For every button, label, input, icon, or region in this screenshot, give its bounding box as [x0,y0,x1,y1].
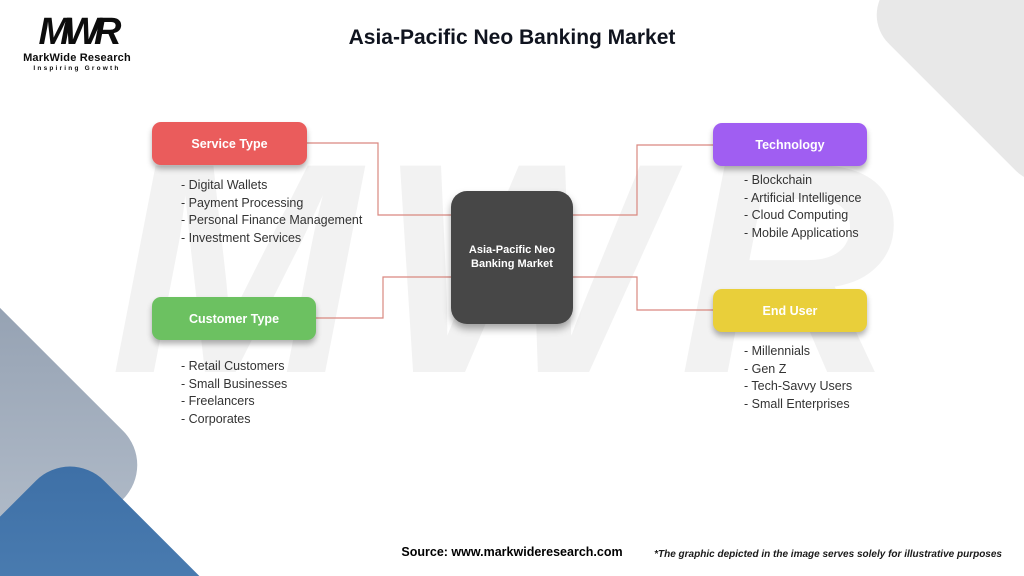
node-customer-type-label: Customer Type [188,311,280,326]
logo-monogram: MWR [38,11,122,53]
list-item: - Millennials [744,344,810,358]
list-item: - Tech-Savvy Users [744,379,853,393]
node-end-user-label: End User [762,303,818,318]
node-technology-list: - Blockchain - Artificial Intelligence -… [744,172,861,242]
center-node: Asia-Pacific Neo Banking Market [451,191,573,324]
list-item: - Small Enterprises [744,396,850,411]
list-item: - Blockchain [744,173,813,187]
list-item: - Cloud Computing [744,208,849,222]
list-item: - Investment Services [181,230,302,245]
list-item: - Digital Wallets [181,178,268,192]
list-item: - Small Businesses [181,376,288,391]
node-end-user-list: - Millennials - Gen Z - Tech-Savvy Users… [744,343,852,413]
connector-service-type [307,142,451,216]
node-end-user: End User [713,289,867,332]
list-item: - Gen Z [744,361,787,376]
list-item: - Personal Finance Management [181,213,363,227]
page-title: Asia-Pacific Neo Banking Market [348,26,676,49]
connector-customer-type [316,276,451,319]
connector-technology [573,144,713,216]
source-line: Source: www.markwideresearch.com [401,545,623,559]
list-item: - Mobile Applications [744,225,859,240]
list-item: - Retail Customers [181,359,285,373]
node-service-type: Service Type [152,122,307,165]
logo-name: MarkWide Research [23,52,131,64]
list-item: - Freelancers [181,394,255,408]
node-customer-type: Customer Type [152,297,316,340]
list-item: - Corporates [181,411,251,426]
node-technology: Technology [713,123,867,166]
list-item: - Artificial Intelligence [744,190,862,205]
disclaimer-text: *The graphic depicted in the image serve… [654,549,1002,560]
node-service-type-list: - Digital Wallets - Payment Processing -… [181,177,362,247]
node-service-type-label: Service Type [191,136,268,151]
list-item: - Payment Processing [181,195,304,210]
center-node-label: Asia-Pacific Neo Banking Market [468,244,556,270]
node-customer-type-list: - Retail Customers - Small Businesses - … [181,358,287,428]
logo-tagline: Inspiring Growth [33,65,121,72]
connector-end-user [573,276,713,311]
markwide-research-logo: MWR MarkWide Research Inspiring Growth [22,12,132,72]
node-technology-label: Technology [755,137,825,152]
